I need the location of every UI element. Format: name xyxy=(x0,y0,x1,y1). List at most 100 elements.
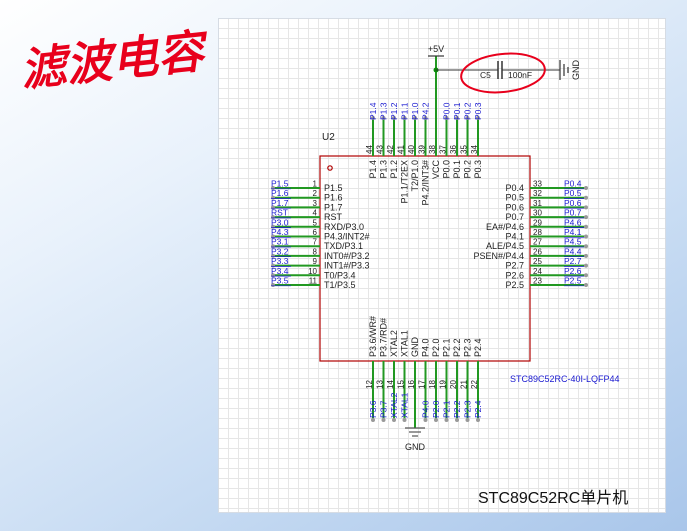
handwritten-annotation: 滤波电容 xyxy=(17,24,212,97)
net-end-dot xyxy=(434,418,438,422)
cap-value: 100nF xyxy=(508,70,532,80)
pin-name: P0.4 xyxy=(505,183,524,193)
pin-name: XTAL2 xyxy=(389,330,399,357)
net-label: P3.7 xyxy=(379,400,389,418)
pin-number: 17 xyxy=(418,380,427,389)
pin-name: P3.6/WR# xyxy=(368,316,378,357)
pin-name: P1.1/T2EX xyxy=(400,160,410,204)
net-label: P3.5 xyxy=(271,276,289,286)
pin-name: T0/P3.4 xyxy=(324,270,356,280)
net-label: P1.1 xyxy=(400,102,410,120)
pin-number: 6 xyxy=(313,228,318,237)
net-end-dot xyxy=(455,418,459,422)
pin-number: 15 xyxy=(397,380,406,389)
pin-name: P4.1 xyxy=(505,232,524,242)
schematic-sheet xyxy=(218,18,666,513)
pin-number: 41 xyxy=(397,145,406,154)
net-end-dot xyxy=(584,244,588,249)
net-label: P1.0 xyxy=(410,102,420,120)
pin-number: 12 xyxy=(365,380,374,389)
pin-number: 43 xyxy=(376,145,385,154)
net-end-dot xyxy=(392,116,396,120)
net-end-dot xyxy=(444,116,449,120)
pin-name: P2.1 xyxy=(442,338,452,357)
cap-ref: C5 xyxy=(480,70,491,80)
pin-number: 27 xyxy=(533,238,542,247)
net-label: P0.0 xyxy=(442,102,452,120)
net-label: P3.4 xyxy=(271,266,289,276)
pin-name: P4.2/INT3# xyxy=(421,160,431,206)
net-label: P0.2 xyxy=(463,102,473,120)
handwritten-note: 滤波电容 xyxy=(18,24,211,95)
net-label: P4.0 xyxy=(421,400,431,418)
net-end-dot xyxy=(371,116,375,120)
pin-name: P2.0 xyxy=(431,338,441,357)
net-label: P0.7 xyxy=(564,208,582,218)
net-label: P4.2 xyxy=(421,102,431,120)
pin-number: 24 xyxy=(533,267,542,276)
pin-number: 30 xyxy=(533,209,542,218)
pin1-marker xyxy=(327,165,333,171)
annotation-circle xyxy=(460,52,546,94)
pin-number: 5 xyxy=(313,218,318,227)
pin-number: 44 xyxy=(365,145,374,154)
pin-number: 20 xyxy=(449,380,458,389)
net-end-dot xyxy=(584,283,588,287)
pin-number: 40 xyxy=(407,145,416,154)
pin-name: INT0#/P3.2 xyxy=(324,251,370,261)
net-label: P0.6 xyxy=(564,198,582,208)
net-end-dot xyxy=(584,224,588,229)
pin-name: P1.2 xyxy=(389,160,399,179)
net-end-dot xyxy=(476,116,480,120)
pin-number: 37 xyxy=(439,145,448,154)
net-end-dot xyxy=(381,418,386,422)
net-end-dot xyxy=(584,215,588,220)
pin-number: 7 xyxy=(313,238,318,247)
pin-number: 10 xyxy=(308,267,317,276)
net-end-dot xyxy=(584,253,588,258)
net-end-dot xyxy=(584,263,588,268)
net-label: P0.3 xyxy=(473,102,483,120)
net-end-dot xyxy=(402,116,407,120)
pin-name: P2.4 xyxy=(473,338,483,357)
pin-number: 11 xyxy=(309,277,318,286)
pin-number: 22 xyxy=(470,380,479,389)
pin-number: 14 xyxy=(386,380,395,389)
net-label: P3.1 xyxy=(271,237,289,247)
pin-name: P4.0 xyxy=(421,338,431,357)
pin-number: 29 xyxy=(533,218,542,227)
net-end-dot xyxy=(584,273,588,278)
net-label: XTAL1 xyxy=(400,392,410,418)
pin-name: RST xyxy=(324,212,343,222)
pin-name: P1.4 xyxy=(368,160,378,179)
net-label: P4.4 xyxy=(564,246,582,256)
net-label: P1.5 xyxy=(271,179,289,189)
net-end-dot xyxy=(444,418,449,422)
pin-number: 3 xyxy=(313,199,318,208)
chip-ref: U2 xyxy=(322,132,335,143)
pin-name: INT1#/P3.3 xyxy=(324,261,370,271)
net-label: P2.1 xyxy=(442,400,452,418)
net-label: P0.5 xyxy=(564,188,582,198)
pin-name: P3.7/RD# xyxy=(379,318,389,357)
pin-number: 1 xyxy=(313,180,318,189)
net-label: P4.6 xyxy=(564,217,582,227)
pin-name: P2.5 xyxy=(505,280,524,290)
pin-name: XTAL1 xyxy=(400,330,410,357)
pin-number: 33 xyxy=(533,180,542,189)
net-end-dot xyxy=(584,205,588,210)
net-end-dot xyxy=(392,418,396,422)
pin-number: 39 xyxy=(418,145,427,154)
gnd-label: GND xyxy=(571,60,581,81)
pin-name: P0.1 xyxy=(452,160,462,179)
pin-number: 18 xyxy=(428,380,437,389)
pin-number: 36 xyxy=(449,145,458,154)
net-end-dot xyxy=(371,418,375,422)
net-label: P1.6 xyxy=(271,188,289,198)
pin-number: 23 xyxy=(533,277,542,286)
pin-number: 21 xyxy=(460,380,469,389)
net-end-dot xyxy=(465,418,470,422)
net-label: P3.6 xyxy=(368,400,378,418)
pin-name: P2.6 xyxy=(505,270,524,280)
